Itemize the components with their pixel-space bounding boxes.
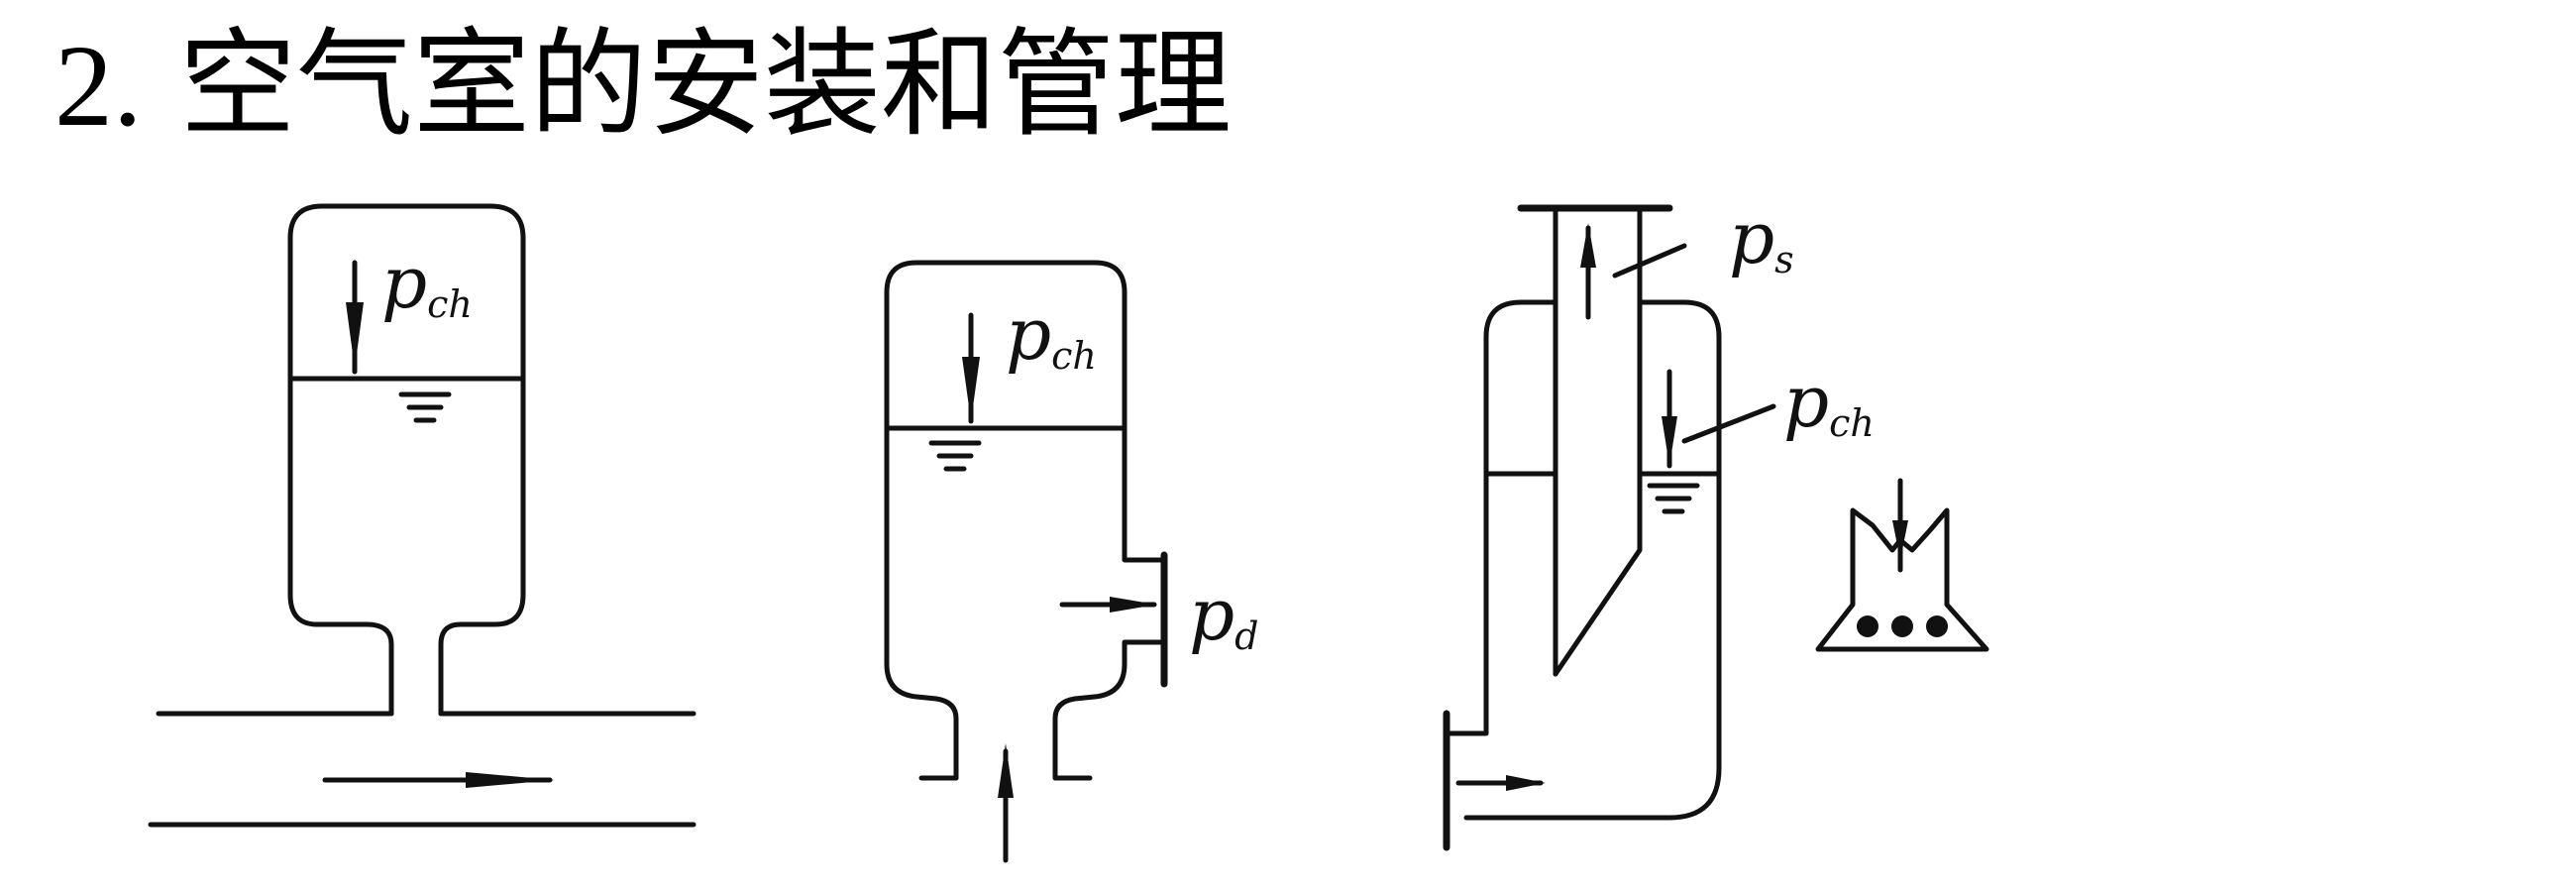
fig3-chamber-outer-wall — [1444, 299, 1558, 736]
fig1-chamber-body — [287, 203, 526, 717]
fig3-label-p-s: ps — [1729, 196, 1794, 281]
fig1-pressure-arrow — [346, 260, 364, 375]
fig2-chamber-body-lower-right — [1052, 639, 1167, 781]
fig2-chamber-body — [884, 260, 1167, 781]
fig2-pressure-arrow — [962, 312, 980, 424]
figure-1-air-chamber-on-pipe: pch — [148, 203, 697, 828]
figure-2-air-chamber-side-outlet: pch pd — [884, 260, 1258, 863]
figure-3-suction-air-chamber: ps pch — [1443, 196, 1875, 851]
fig4-ball-3 — [1926, 615, 1948, 637]
slide-title: 2. 空气室的安装和管理 — [54, 10, 1232, 161]
title-number: 2. — [54, 21, 143, 151]
fig1-flow-arrow — [322, 772, 555, 788]
fig4-pressure-arrow — [1892, 478, 1908, 573]
fig3-water-level-symbol — [1647, 483, 1700, 514]
fig2-label-p-ch: pch — [1006, 292, 1097, 378]
fig3-leader-p-s — [1612, 243, 1687, 279]
fig3-leader-p-ch — [1681, 403, 1776, 444]
fig2-outlet-arrow — [1059, 597, 1157, 613]
fig3-label-p-ch: pch — [1783, 360, 1875, 445]
title-text: 空气室的安装和管理 — [179, 16, 1233, 153]
fig3-chamber-pressure-arrow — [1662, 369, 1677, 469]
figure-4-funnel-with-balls — [1815, 478, 1989, 652]
fig4-funnel-outline — [1815, 507, 1989, 652]
fig4-ball-1 — [1857, 615, 1878, 637]
fig2-water-level-symbol — [928, 440, 982, 472]
fig3-chamber-right-wall — [1463, 299, 1722, 821]
fig2-inlet-arrow — [998, 743, 1014, 863]
fig3-suction-pipe-right-wall — [1553, 205, 1643, 677]
fig1-label-p-ch: pch — [381, 241, 473, 326]
fig4-ball-2 — [1891, 615, 1913, 637]
fig2-label-p-d: pd — [1189, 573, 1258, 658]
fig3-suction-arrow — [1580, 223, 1596, 320]
fig3-outlet-arrow — [1455, 775, 1546, 791]
fig1-water-level-symbol — [398, 391, 452, 423]
